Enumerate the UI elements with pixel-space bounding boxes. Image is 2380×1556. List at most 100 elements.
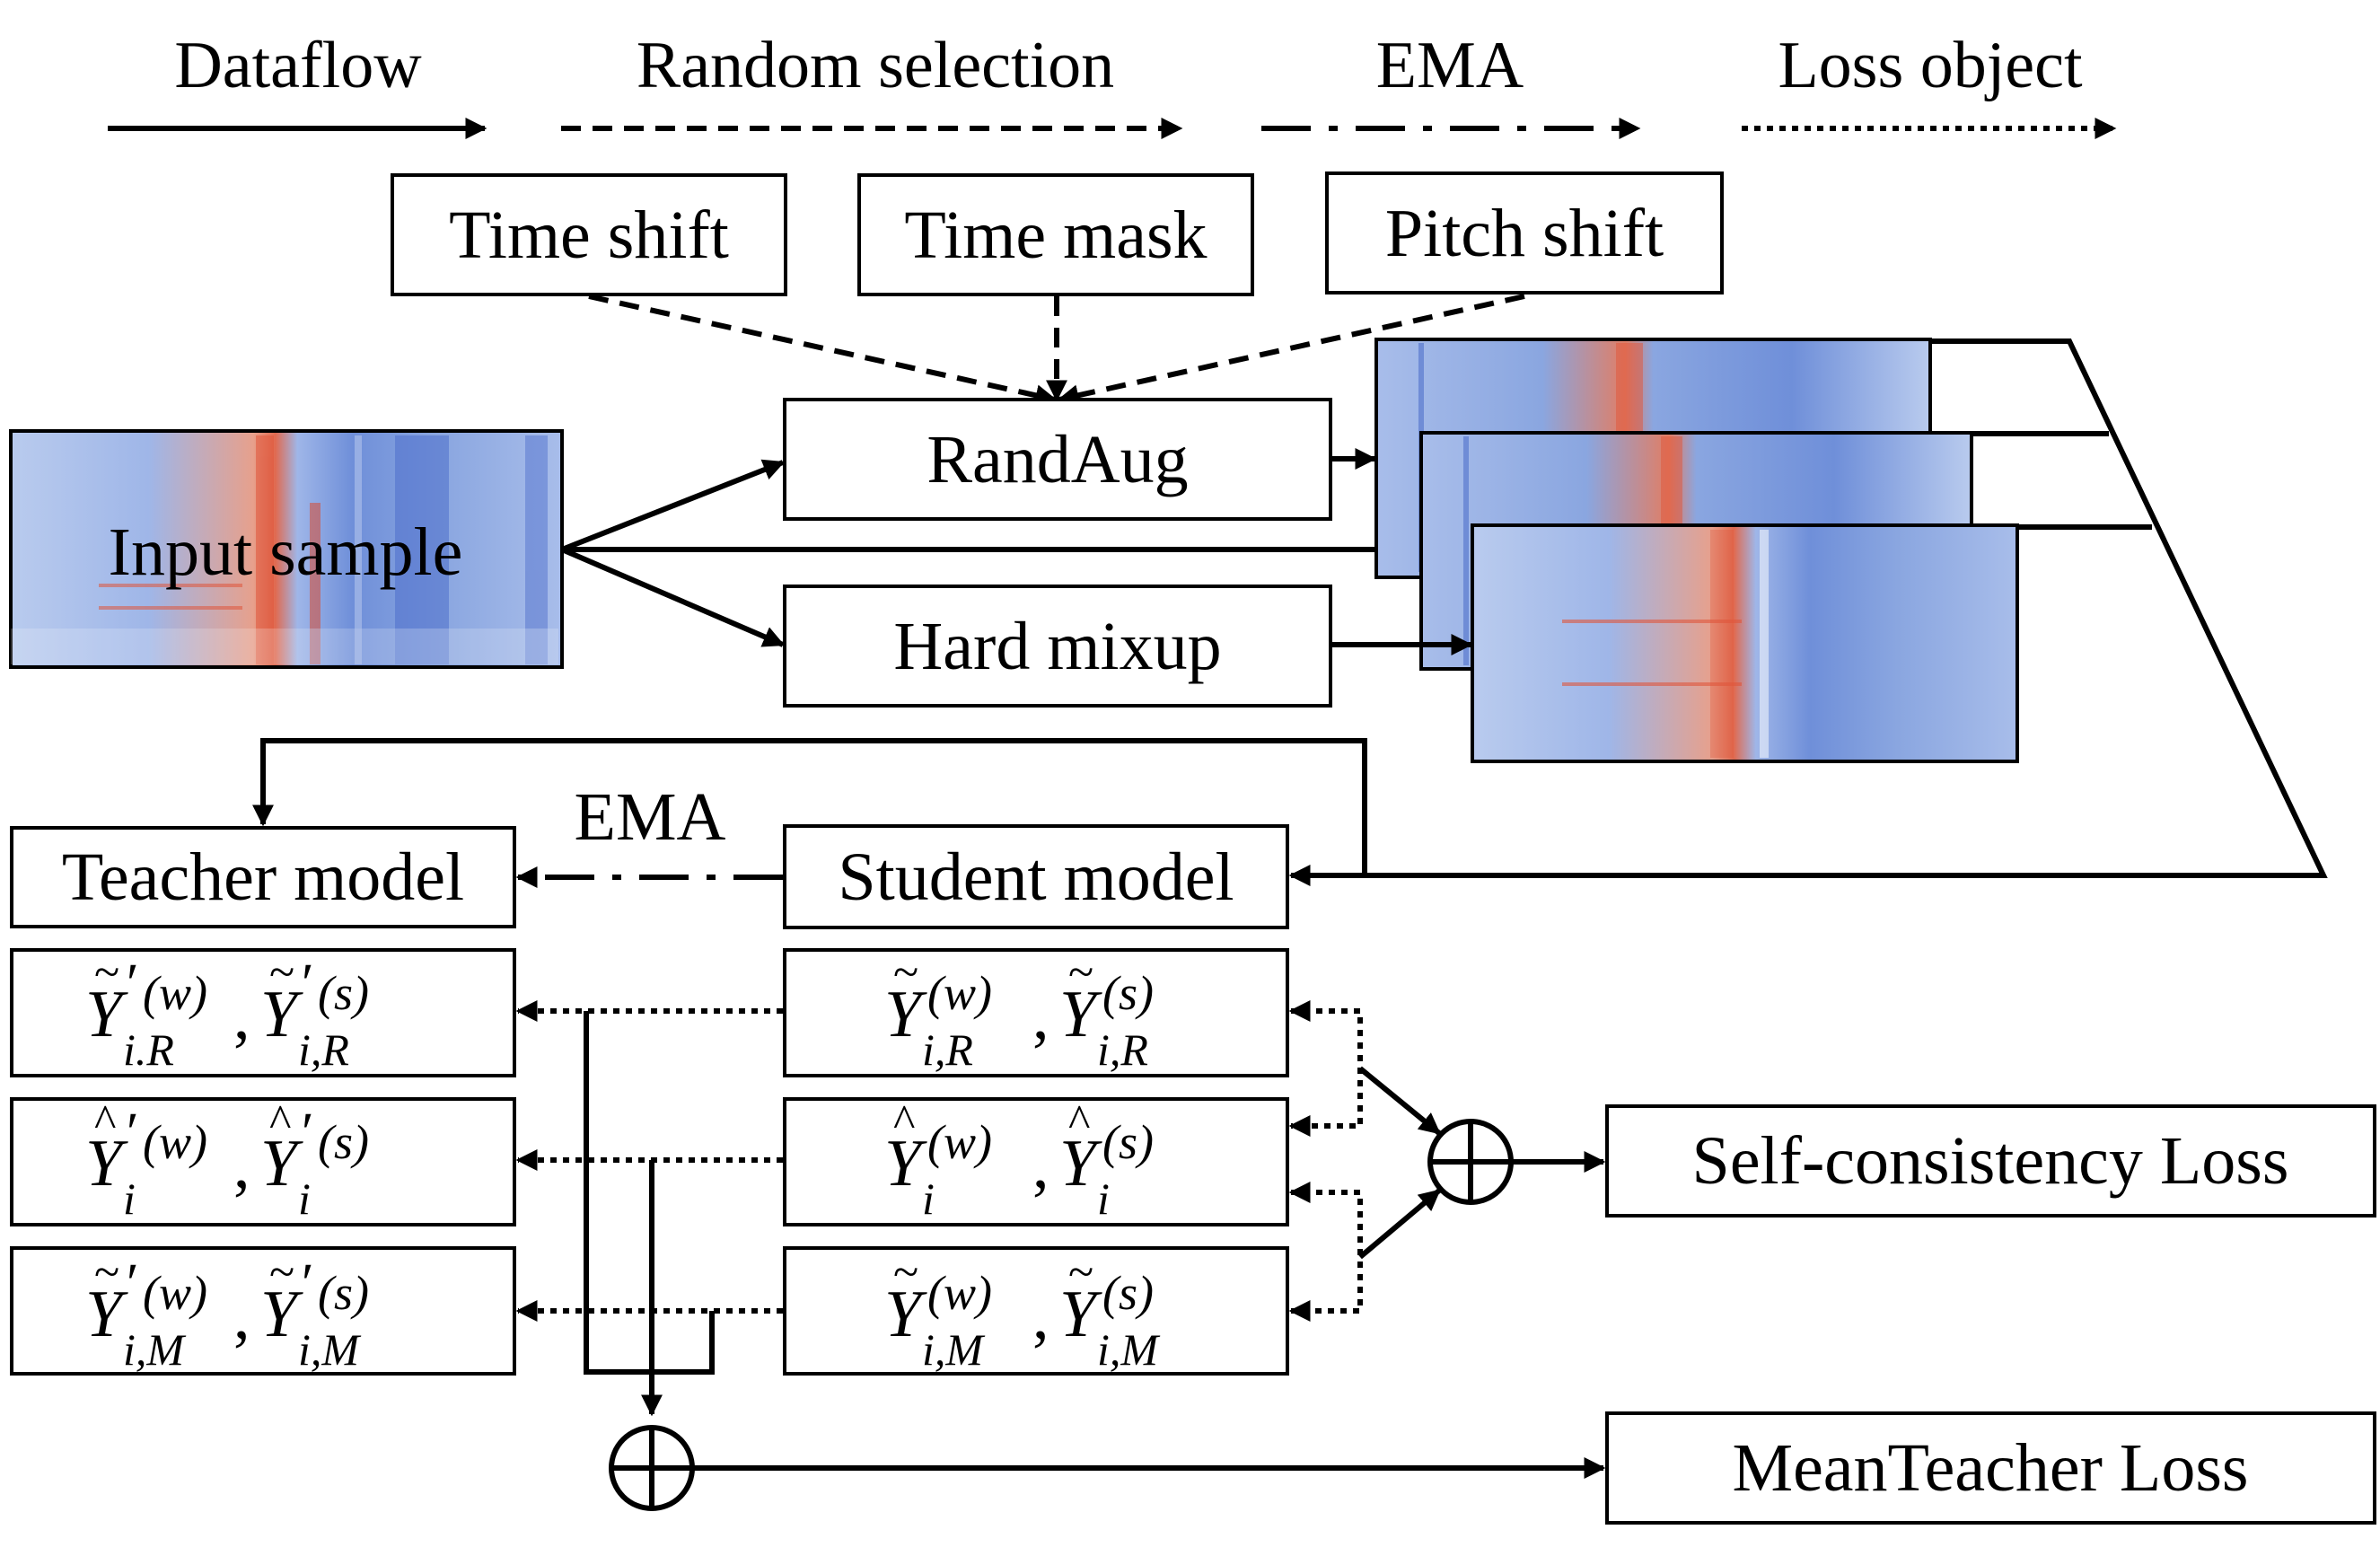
input-to-hard-mixup-arrow <box>560 547 786 647</box>
self-consistency-bracket-bottom <box>1288 1182 1363 1322</box>
teacher-output-weak-0-hat: ~ <box>94 947 119 998</box>
hard-mixup-label: Hard mixup <box>893 609 1221 684</box>
student-output-weak-1-hat: ^ <box>893 1096 915 1147</box>
student-output-separator-2: , <box>1032 1279 1049 1353</box>
teacher-output-strong-0-hat: ~ <box>269 947 294 998</box>
teacher-output-strong-2-subscript: i,M <box>298 1324 361 1375</box>
student-output-weak-1-subscript: i <box>922 1174 935 1224</box>
pitch-shift-block: Pitch shift <box>1325 171 1724 294</box>
student-output-strong-2-symbol: Y <box>1059 1278 1102 1351</box>
randaug-block: RandAug <box>783 398 1332 521</box>
teacher-output-weak-2-hat: ~ <box>94 1247 119 1298</box>
student-output-formula-2: Y~(w)i,M,Y~(s)i,M <box>884 1247 1160 1375</box>
student-output-r-box <box>783 948 1289 1077</box>
teacher-output-weak-1-superscript: (w) <box>143 1115 207 1169</box>
teacher-output-weak-2-superscript: (w) <box>143 1266 207 1320</box>
ema-label: EMA <box>575 779 726 855</box>
teacher-output-strong-1-prime: ′ <box>302 1103 314 1164</box>
teacher-output-strong-1-subscript: i <box>298 1174 311 1224</box>
teacher-output-formula-1: Y^′(w)i,Y^′(s)i <box>85 1096 369 1224</box>
student-output-weak-1-symbol: Y <box>884 1127 927 1200</box>
teacher-output-separator-0: , <box>233 980 250 1053</box>
teacher-output-strong-1-hat: ^ <box>269 1096 291 1147</box>
student-output-strong-2-hat: ~ <box>1068 1247 1093 1298</box>
student-output-weak-0-symbol: Y <box>884 978 927 1051</box>
student-output-m-box <box>783 1246 1289 1376</box>
student-model-block: Student model <box>783 824 1289 929</box>
student-output-strong-1-subscript: i <box>1097 1174 1110 1224</box>
student-output-weak-0-hat: ~ <box>893 947 918 998</box>
student-output-strong-1-symbol: Y <box>1059 1127 1102 1200</box>
teacher-output-formula-2: Y~′(w)i,M,Y~′(s)i,M <box>85 1247 369 1375</box>
input-sample-block: Input sample <box>9 429 564 669</box>
teacher-output-formula-0: Y~′(w)i.R,Y~′(s)i,R <box>85 947 369 1075</box>
teacher-output-r-box <box>10 948 516 1077</box>
legend-dataflow-label: Dataflow <box>174 29 422 102</box>
time-shift-label: Time shift <box>449 198 729 273</box>
teacher-output-weak-0-superscript: (w) <box>143 966 207 1020</box>
self-consistency-loss-block: Self-consistency Loss <box>1605 1104 2376 1218</box>
teacher-output-strong-0-prime: ′ <box>302 954 314 1015</box>
student-output-strong-0-hat: ~ <box>1068 947 1093 998</box>
self-consistency-bracket-top <box>1288 1000 1363 1137</box>
augmented-spectrogram-stack <box>1374 338 2019 763</box>
teacher-output-weak-1-symbol: Y <box>85 1127 128 1200</box>
randaug-label: RandAug <box>927 422 1188 497</box>
teacher-output-m-box <box>10 1246 516 1376</box>
student-output-strong-2-subscript: i,M <box>1097 1324 1160 1375</box>
legend-random-selection-label: Random selection <box>637 29 1114 102</box>
legend: Dataflow Random selection EMA Loss objec… <box>108 29 2117 139</box>
student-output-weak-0-subscript: i,R <box>922 1024 973 1075</box>
hard-mixup-block: Hard mixup <box>783 585 1332 708</box>
student-output-box <box>783 1097 1289 1226</box>
collector-to-teacher-arrow <box>252 738 1367 875</box>
output-formulas: Y~′(w)i.R,Y~′(s)i,RY^′(w)i,Y^′(s)iY~′(w)… <box>85 947 1160 1375</box>
student-output-weak-2-subscript: i,M <box>922 1324 985 1375</box>
self-consistency-loss-label: Self-consistency Loss <box>1692 1123 2289 1199</box>
teacher-output-box <box>10 1097 516 1226</box>
student-output-strong-2-superscript: (s) <box>1102 1266 1154 1320</box>
teacher-output-strong-2-symbol: Y <box>260 1278 303 1351</box>
student-output-strong-1-superscript: (s) <box>1102 1115 1154 1169</box>
student-output-weak-2-superscript: (w) <box>927 1266 992 1320</box>
teacher-model-block: Teacher model <box>10 826 516 928</box>
time-shift-block: Time shift <box>391 173 787 296</box>
teacher-output-weak-0-prime: ′ <box>127 954 139 1015</box>
input-spectrogram <box>9 429 564 669</box>
meanteacher-loss-block: MeanTeacher Loss <box>1605 1411 2376 1525</box>
teacher-output-strong-0-symbol: Y <box>260 978 303 1051</box>
input-sample-label: Input sample <box>109 514 463 590</box>
input-spectrogram-texture <box>11 435 558 664</box>
student-output-separator-0: , <box>1032 980 1049 1053</box>
legend-ema-label: EMA <box>1376 29 1524 102</box>
teacher-output-weak-0-subscript: i.R <box>123 1024 174 1075</box>
teacher-output-weak-1-subscript: i <box>123 1174 136 1224</box>
teacher-output-weak-2-symbol: Y <box>85 1278 128 1351</box>
teacher-output-weak-1-hat: ^ <box>94 1096 116 1147</box>
pitch-shift-label: Pitch shift <box>1385 196 1664 271</box>
student-output-weak-2-hat: ~ <box>893 1247 918 1298</box>
student-output-weak-1-superscript: (w) <box>927 1115 992 1169</box>
teacher-output-separator-2: , <box>233 1279 250 1353</box>
student-output-strong-0-symbol: Y <box>1059 978 1102 1051</box>
teacher-output-weak-2-subscript: i,M <box>123 1324 186 1375</box>
teacher-output-strong-1-symbol: Y <box>260 1127 303 1200</box>
teacher-output-weak-2-prime: ′ <box>127 1253 139 1314</box>
student-model-label: Student model <box>838 840 1234 915</box>
time-mask-label: Time mask <box>904 198 1207 273</box>
teacher-output-weak-0-symbol: Y <box>85 978 128 1051</box>
student-output-formula-0: Y~(w)i,R,Y~(s)i,R <box>884 947 1154 1075</box>
pitch-shift-to-randaug-arrow <box>1057 294 1525 407</box>
meanteacher-loss-label: MeanTeacher Loss <box>1733 1430 2249 1506</box>
teacher-output-strong-0-superscript: (s) <box>318 966 369 1020</box>
time-mask-block: Time mask <box>857 173 1254 296</box>
teacher-output-strong-2-prime: ′ <box>302 1253 314 1314</box>
student-output-strong-0-subscript: i,R <box>1097 1024 1148 1075</box>
legend-loss-object-label: Loss object <box>1778 29 2083 102</box>
student-output-strong-0-superscript: (s) <box>1102 966 1154 1020</box>
teacher-output-strong-0-subscript: i,R <box>298 1024 349 1075</box>
stack-collector-line <box>1365 338 2328 878</box>
student-output-weak-2-symbol: Y <box>884 1278 927 1351</box>
teacher-output-strong-2-hat: ~ <box>269 1247 294 1298</box>
